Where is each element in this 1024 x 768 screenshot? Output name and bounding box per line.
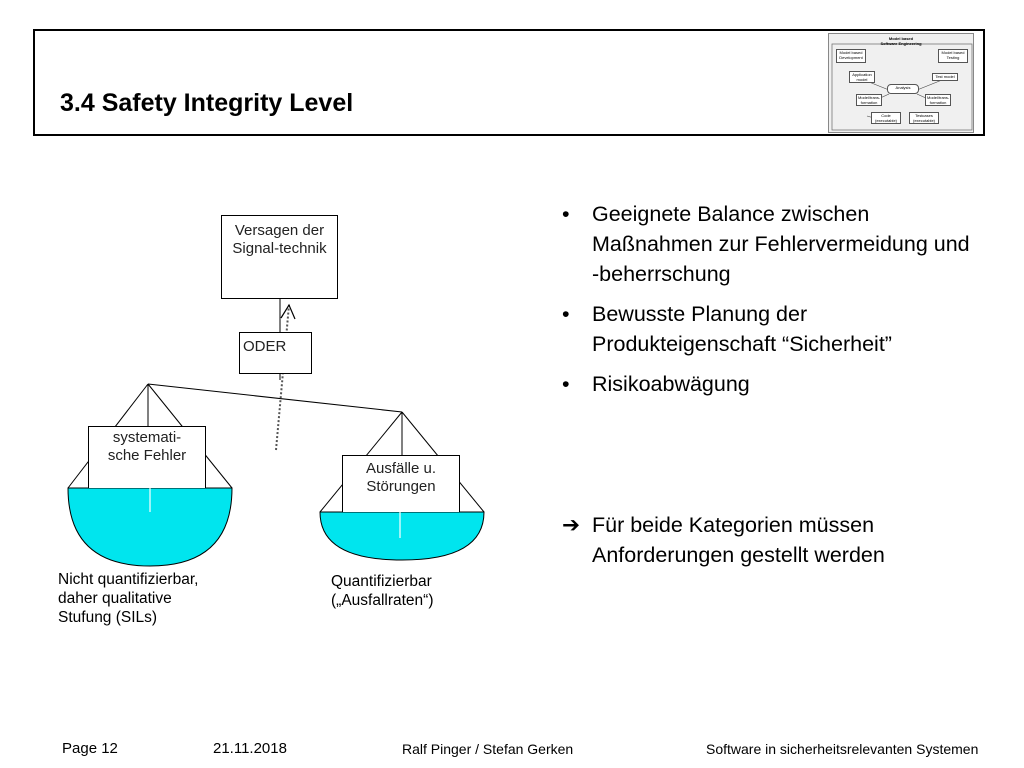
right-cause-box: Ausfälle u. Störungen [342,455,460,512]
thumb-analysis: Analysis [887,84,919,94]
right-cause-label: Ausfälle u. Störungen [365,460,437,495]
left-cause-label: systemati-sche Fehler [107,429,187,464]
thumb-transform-right: Model/trans-formation [925,94,951,106]
right-caption: Quantifizierbar („Ausfallraten“) [331,573,434,609]
conclusion-text: Für beide Kategorien müssen Anforderunge… [592,513,885,567]
header-frame [33,29,985,136]
thumb-testcases: Testcases (executable) [909,112,939,124]
right-scale-bowl [319,511,485,561]
thumb-mbd: Model based Development [836,49,866,63]
left-cause-box: systemati-sche Fehler [88,426,206,488]
right-arrow-icon: ➔ [562,513,581,537]
footer-authors: Ralf Pinger / Stefan Gerken [402,741,574,757]
bullet-item: •Bewusste Planung der Produkteigenschaft… [562,302,892,356]
oder-gate-label: ODER [243,338,287,355]
thumb-code: Code (executable) [871,112,901,124]
footer-date: 21.11.2018 [213,740,287,757]
left-caption: Nicht quantifizierbar, daher qualitative… [58,571,199,626]
top-event-box: Versagen der Signal-technik [221,215,338,299]
top-event-label: Versagen der Signal-technik [232,222,327,257]
bullet-item: •Risikoabwägung [562,372,750,396]
slide-title: 3.4 Safety Integrity Level [60,89,354,117]
bullet-item: •Geeignete Balance zwischen Maßnahmen zu… [562,202,970,286]
conclusion: ➔ Für beide Kategorien müssen Anforderun… [562,510,982,570]
footer-page: Page 12 [62,740,118,757]
footer-course: Software in sicherheitsrelevanten System… [706,741,979,757]
thumb-app-model: Application model [849,71,875,83]
oder-gate-box: ODER [239,332,312,374]
thumb-mbt: Model based Testing [938,49,968,63]
balance-beam [147,383,403,413]
left-scale-bowl [67,487,233,567]
thumb-transform-left: Model/trans-formation [856,94,882,106]
thumb-test-model: Test model [932,73,958,81]
dotted-arrow [275,304,290,451]
bullet-list: •Geeignete Balance zwischen Maßnahmen zu… [558,199,978,409]
